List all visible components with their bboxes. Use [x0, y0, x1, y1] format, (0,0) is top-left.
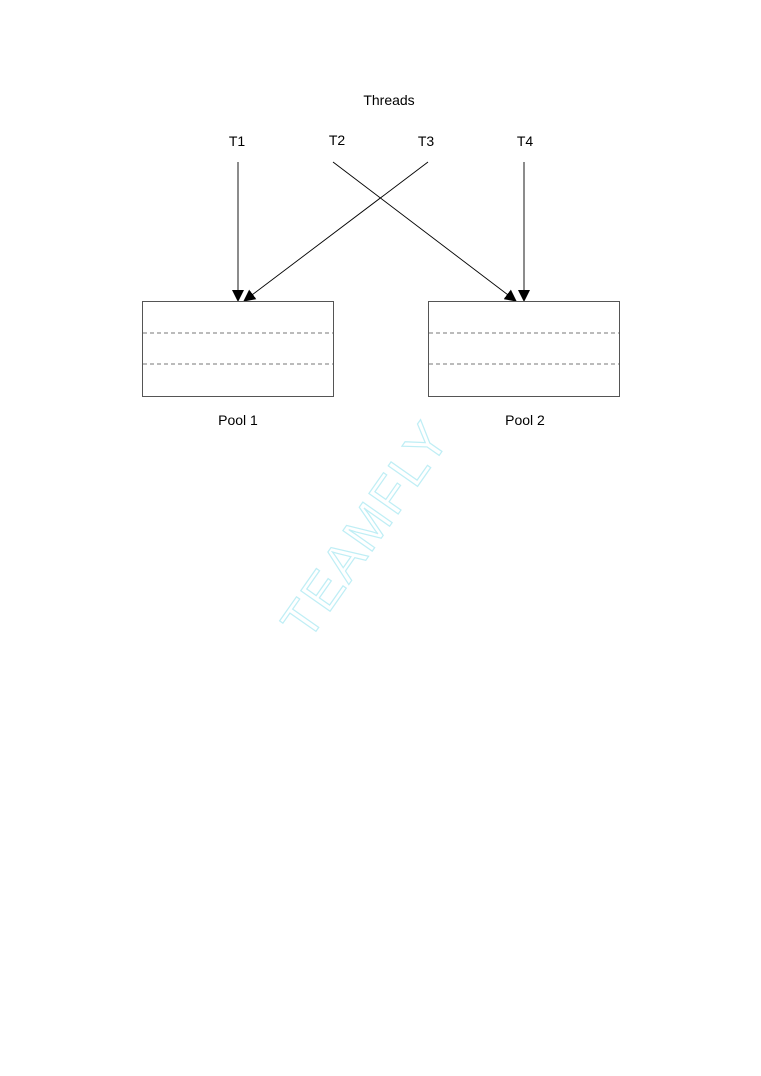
diagram-title: Threads	[363, 92, 414, 108]
pool-1-label: Pool 1	[218, 412, 258, 428]
pool-2-box	[428, 301, 620, 397]
arrow-t2-to-pool2	[332, 161, 517, 302]
teamfly-watermark: TEAMFLY	[271, 411, 462, 649]
thread-label-t4: T4	[517, 133, 534, 149]
pool-2-label: Pool 2	[505, 412, 545, 428]
thread-label-t1: T1	[229, 133, 246, 149]
thread-label-t2: T2	[329, 132, 346, 148]
thread-label-t3: T3	[418, 133, 435, 149]
arrow-t3-to-pool1	[243, 161, 429, 302]
pool-1-box	[142, 301, 334, 397]
